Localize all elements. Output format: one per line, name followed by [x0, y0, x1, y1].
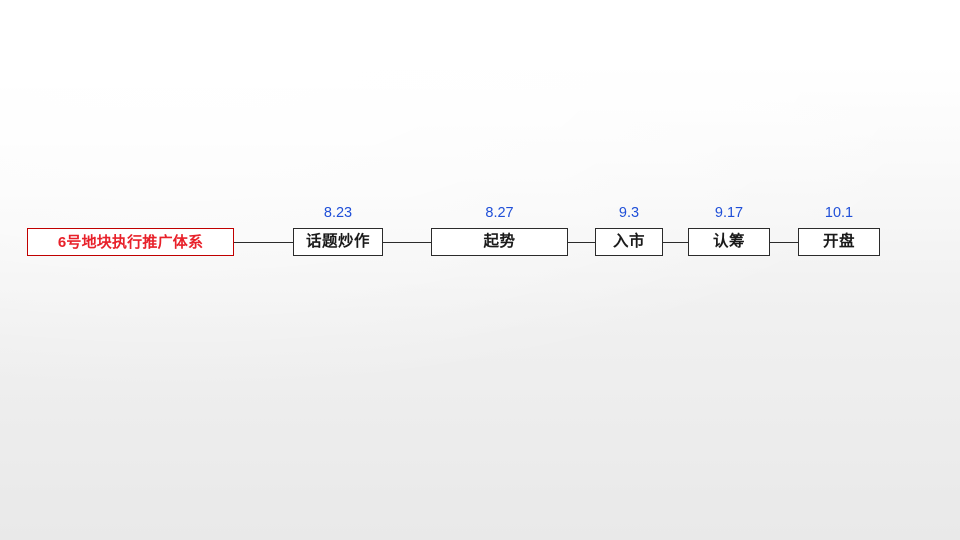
stage-node-1[interactable]: 话题炒作	[293, 228, 383, 256]
connector-stage-2-to-3	[568, 242, 595, 243]
stage-date-4: 9.17	[714, 205, 744, 221]
connector-stage-4-to-5	[770, 242, 798, 243]
stage-node-2[interactable]: 起势	[431, 228, 568, 256]
stage-node-4-label: 认筹	[712, 233, 745, 251]
stage-node-4[interactable]: 认筹	[688, 228, 770, 256]
flow-title-node[interactable]: 6号地块执行推广体系	[27, 228, 234, 256]
stage-date-3: 9.3	[618, 205, 640, 221]
stage-node-1-label: 话题炒作	[305, 233, 370, 251]
flow-title-node-label: 6号地块执行推广体系	[57, 233, 204, 251]
stage-date-5: 10.1	[824, 205, 854, 221]
stage-node-3-label: 入市	[612, 233, 645, 251]
connector-stage-3-to-4	[663, 242, 688, 243]
stage-date-1: 8.23	[323, 205, 353, 221]
flow-diagram: 6号地块执行推广体系 8.23 话题炒作 8.27 起势 9.3 入市 9.17…	[0, 196, 960, 266]
stage-node-5[interactable]: 开盘	[798, 228, 880, 256]
stage-node-3[interactable]: 入市	[595, 228, 663, 256]
connector-stage-1-to-2	[383, 242, 431, 243]
stage-node-5-label: 开盘	[822, 233, 855, 251]
stage-date-2: 8.27	[485, 205, 514, 221]
stage-node-2-label: 起势	[483, 233, 516, 251]
connector-title-to-stage-1	[234, 242, 295, 243]
